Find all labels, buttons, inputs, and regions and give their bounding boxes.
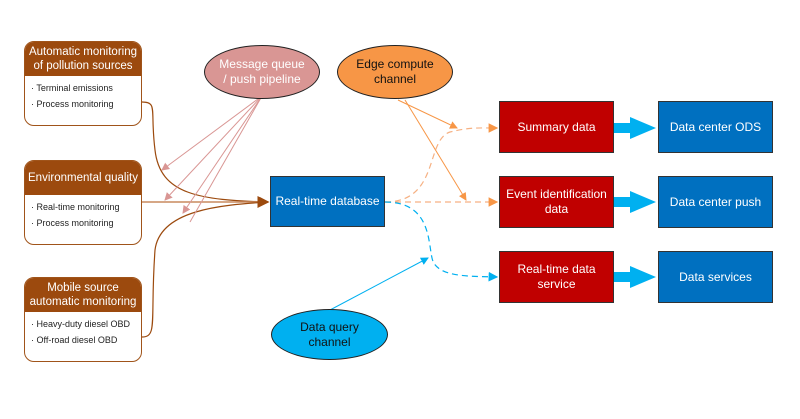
thick-arrow-1 [614,117,656,139]
output-data-center-push[interactable]: Data center push [658,176,773,228]
source1-connector [141,101,270,207]
edge-arrow-1 [397,99,458,129]
source-item: Process monitoring [31,96,135,112]
source-mobile[interactable]: Mobile source automatic monitoring Heavy… [24,277,142,362]
source-title: Environmental quality [25,161,141,195]
process-summary-data[interactable]: Summary data [499,101,614,153]
source-pollution[interactable]: Automatic monitoring of pollution source… [24,41,142,126]
source-item: Process monitoring [31,215,135,231]
output-data-services[interactable]: Data services [658,251,773,303]
data-query-channel[interactable]: Data query channel [271,309,388,360]
message-queue-channel[interactable]: Message queue / push pipeline [204,45,320,99]
output-data-center-ods[interactable]: Data center ODS [658,101,773,153]
source-environmental[interactable]: Environmental quality Real-time monitori… [24,160,142,245]
thick-arrow-3 [614,266,656,288]
source3-connector [141,201,269,338]
db-to-service [384,201,499,282]
edge-compute-channel[interactable]: Edge compute channel [337,45,453,99]
process-event-identification[interactable]: Event identification data [499,176,614,228]
mq-arrow-3 [182,95,263,214]
mq-arrow-2 [164,95,263,201]
source-title: Automatic monitoring of pollution source… [25,42,141,76]
mq-arrow-4 [189,95,263,223]
source-item: Heavy-duty diesel OBD [31,316,135,332]
thick-arrow-2 [614,191,656,213]
edge-arrow-2 [404,99,467,201]
query-arrow [329,257,429,311]
process-real-time-service[interactable]: Real-time data service [499,251,614,303]
real-time-database[interactable]: Real-time database [270,176,385,227]
source-title: Mobile source automatic monitoring [25,278,141,312]
source-item: Terminal emissions [31,80,135,96]
db-to-summary [384,123,499,203]
mq-arrow-1 [161,95,263,171]
source-item: Off-road diesel OBD [31,332,135,348]
source-item: Real-time monitoring [31,199,135,215]
